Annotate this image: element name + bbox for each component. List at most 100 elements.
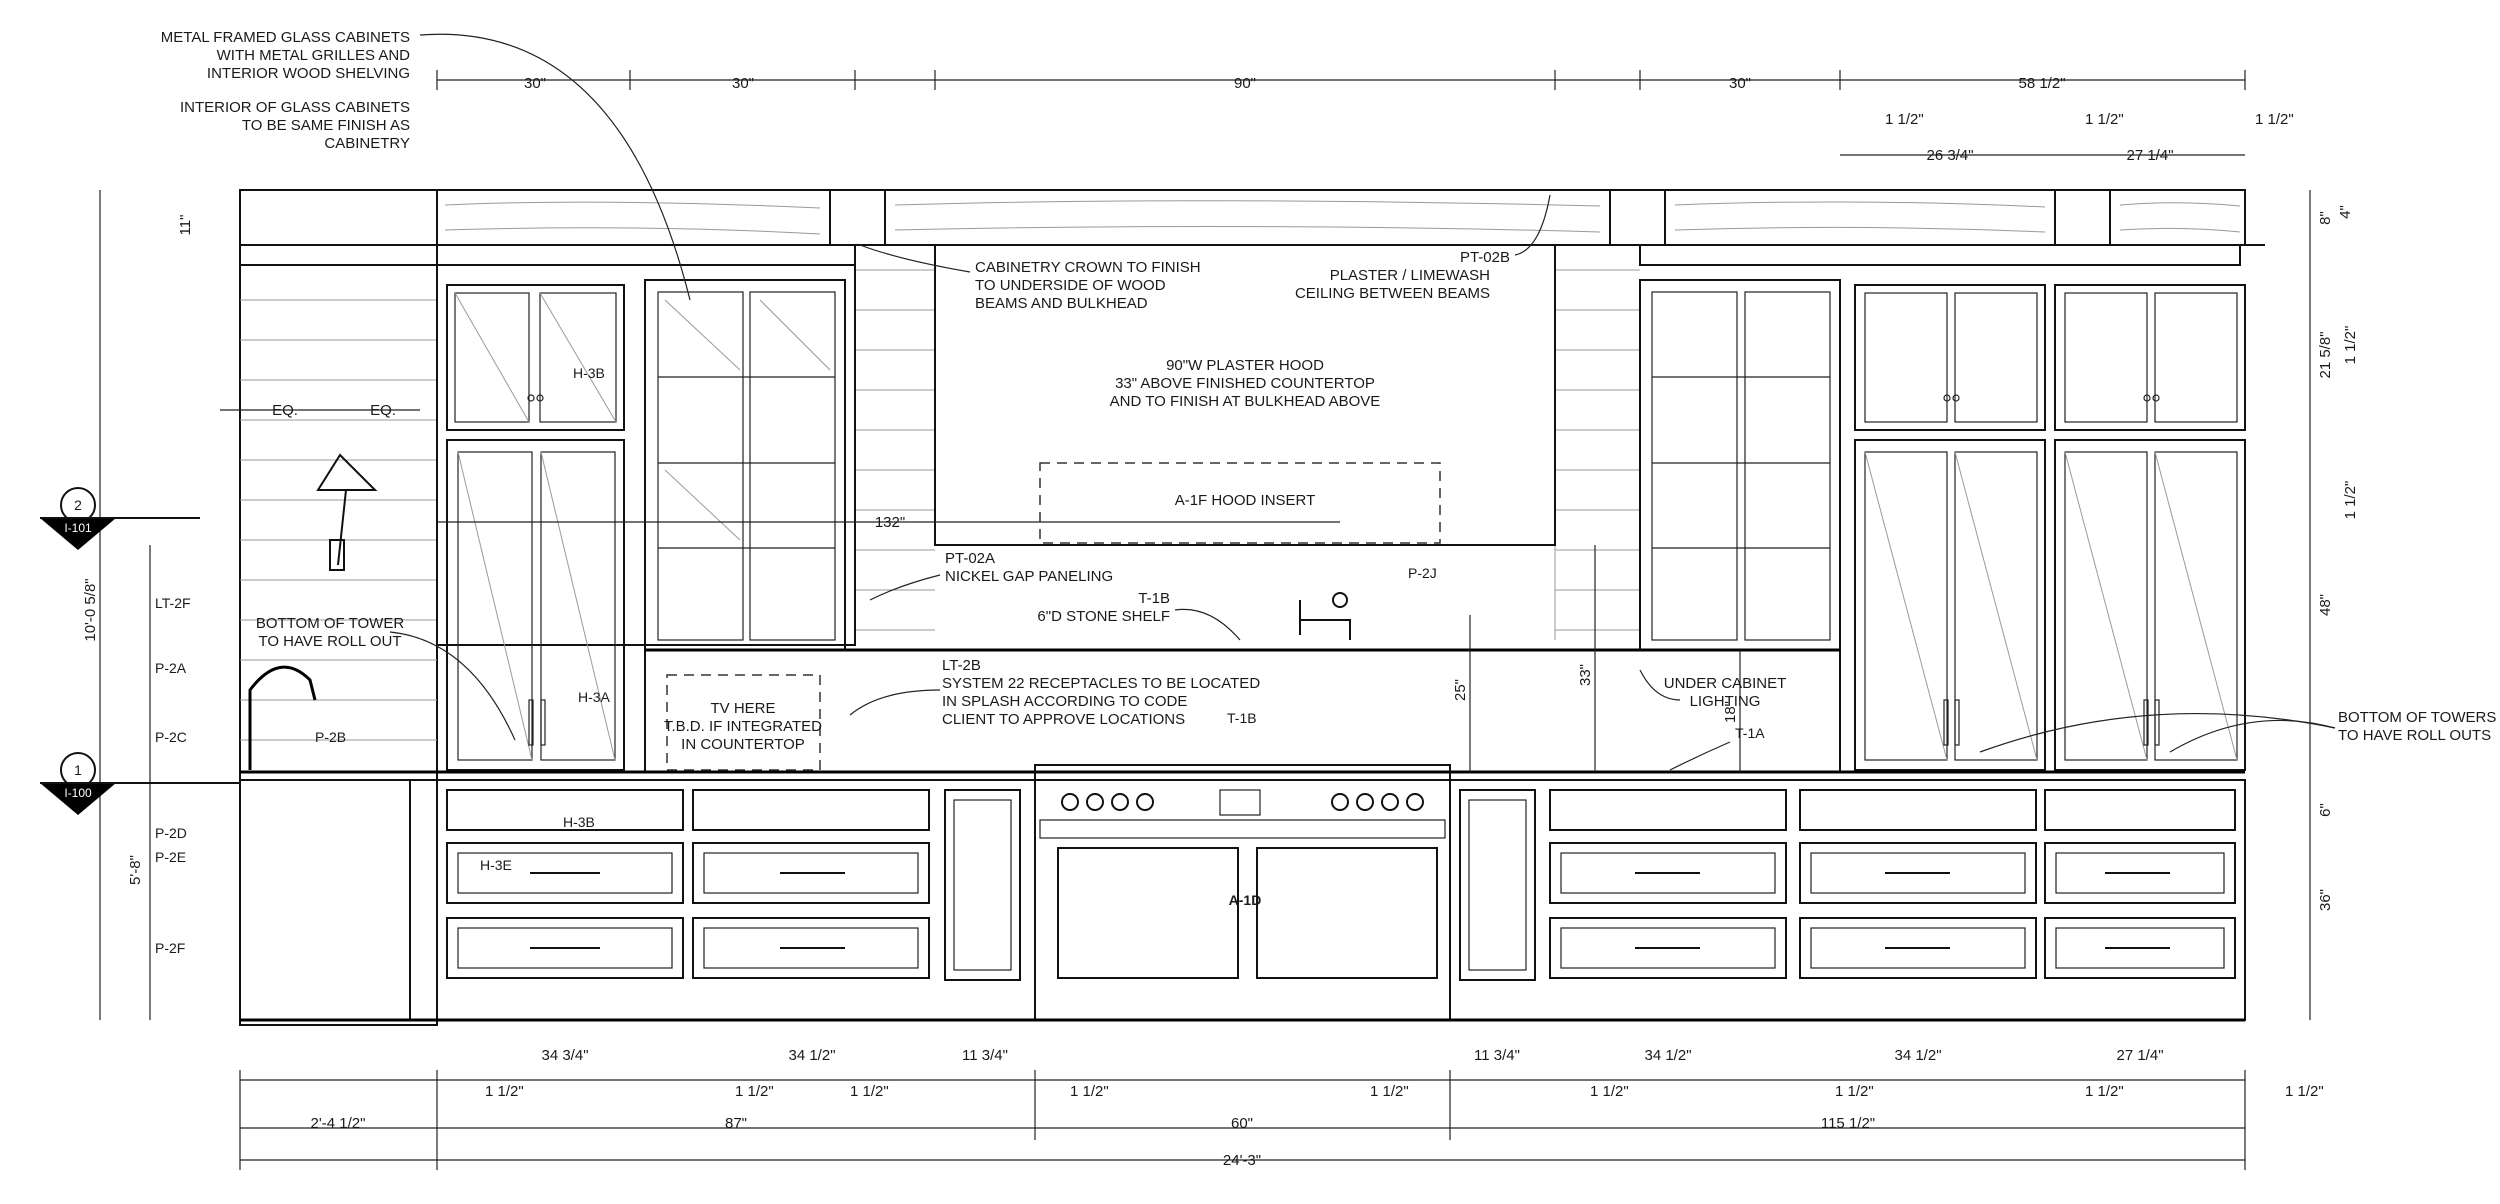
dim-top-sub-5: 27 1/4" [2126, 147, 2173, 164]
dim-right-8: 36" [2317, 889, 2334, 911]
dim-left-3: 5'-8" [127, 855, 144, 885]
note-paneling-1: PT-02A [945, 550, 995, 567]
dim-splash-3: 18" [1722, 701, 1739, 723]
note-under-cabinet-1: UNDER CABINET [1664, 675, 1787, 692]
dim-bottom1-2: 34 1/2" [788, 1047, 835, 1064]
dim-bottom2-7: 1 1/2" [1835, 1083, 1874, 1100]
dim-right-6: 48" [2317, 594, 2334, 616]
dim-bottom2-8: 1 1/2" [2085, 1083, 2124, 1100]
dim-bottom2-3: 1 1/2" [850, 1083, 889, 1100]
dimension-lines [99, 70, 2311, 1170]
base-cabinets [239, 764, 2246, 1022]
dim-right-7: 6" [2317, 803, 2334, 817]
note-receptacles-3: IN SPLASH ACCORDING TO CODE [942, 693, 1187, 710]
note-crown-1: CABINETRY CROWN TO FINISH [975, 259, 1201, 276]
note-glass-cabinets-2: WITH METAL GRILLES AND [217, 47, 411, 64]
note-hood-2: 33" ABOVE FINISHED COUNTERTOP [1115, 375, 1375, 392]
plaster-hood [934, 244, 1556, 546]
tag-p2a: P-2A [155, 660, 187, 676]
note-tv-1: TV HERE [710, 700, 775, 717]
tower-left [446, 439, 625, 771]
upper-cabinets-left [436, 244, 856, 651]
leader-lines [389, 33, 2336, 771]
section-marker-2: 2 I-101 [40, 487, 200, 550]
dim-bottom1-4: 11 3/4" [1474, 1047, 1520, 1064]
dim-bottom2-9: 1 1/2" [2285, 1083, 2324, 1100]
dim-bottom1-3: 11 3/4" [962, 1047, 1008, 1064]
dim-eq-2: EQ. [370, 402, 396, 419]
tag-h3a: H-3A [578, 689, 611, 705]
note-towers-left-2: TO HAVE ROLL OUT [258, 633, 401, 650]
dim-top-sub-2: 1 1/2" [2085, 111, 2124, 128]
dim-right-1: 4" [2337, 205, 2354, 219]
tags: H-3B H-3A H-3B H-3E P-2J T-1B T-1A A-1D … [155, 365, 1765, 956]
note-ceiling-1: PT-02B [1460, 249, 1510, 266]
dim-top-sub-4: 26 3/4" [1926, 147, 1973, 164]
dim-top-5: 58 1/2" [2018, 75, 2065, 92]
upper-cabinets-right [1639, 244, 2246, 771]
dim-bottom3-2: 87" [725, 1115, 747, 1132]
note-hood-1: 90"W PLASTER HOOD [1166, 357, 1324, 374]
section-marker-2-number: 2 [74, 497, 82, 513]
dim-bottom2-4: 1 1/2" [1070, 1083, 1109, 1100]
dim-top-sub-1: 1 1/2" [1885, 111, 1924, 128]
tag-a1d: A-1D [1229, 892, 1262, 908]
tag-p2j: P-2J [1408, 565, 1437, 581]
dim-overall: 24'-3" [1223, 1152, 1261, 1169]
note-receptacles-2: SYSTEM 22 RECEPTACLES TO BE LOCATED [942, 675, 1260, 692]
note-receptacles-4: CLIENT TO APPROVE LOCATIONS [942, 711, 1185, 728]
tag-p2f: P-2F [155, 940, 185, 956]
dim-top-4: 30" [1729, 75, 1751, 92]
dim-bottom3-3: 60" [1231, 1115, 1253, 1132]
note-towers-right-1: BOTTOM OF TOWERS [2338, 709, 2496, 726]
note-tv-3: IN COUNTERTOP [681, 736, 805, 753]
note-hood-3: AND TO FINISH AT BULKHEAD ABOVE [1110, 393, 1381, 410]
dim-bottom1-6: 34 1/2" [1894, 1047, 1941, 1064]
dim-bottom2-6: 1 1/2" [1590, 1083, 1629, 1100]
section-marker-2-sheet: I-101 [64, 521, 92, 535]
section-marker-1-number: 1 [74, 762, 82, 778]
note-shelf-1: T-1B [1138, 590, 1170, 607]
tag-h3e: H-3E [480, 857, 512, 873]
notes: METAL FRAMED GLASS CABINETS WITH METAL G… [161, 29, 2497, 753]
tag-h3b-top: H-3B [573, 365, 605, 381]
note-shelf-2: 6"D STONE SHELF [1037, 608, 1170, 625]
dim-left-2: 10'-0 5/8" [82, 578, 99, 641]
note-crown-3: BEAMS AND BULKHEAD [975, 295, 1148, 312]
tag-p2e: P-2E [155, 849, 186, 865]
note-glass-interior-3: CABINETRY [324, 135, 410, 152]
faucet [248, 592, 1351, 770]
dim-right-2: 8" [2317, 211, 2334, 225]
dim-top-1: 30" [524, 75, 546, 92]
dim-bottom2-2: 1 1/2" [735, 1083, 774, 1100]
dim-left-1: 11" [177, 215, 194, 236]
note-paneling-2: NICKEL GAP PANELING [945, 568, 1113, 585]
note-ceiling-3: CEILING BETWEEN BEAMS [1295, 285, 1490, 302]
dim-bottom1-5: 34 1/2" [1644, 1047, 1691, 1064]
note-ceiling-2: PLASTER / LIMEWASH [1330, 267, 1490, 284]
dim-right-5: 1 1/2" [2342, 481, 2359, 520]
note-glass-interior-1: INTERIOR OF GLASS CABINETS [180, 99, 410, 116]
note-towers-right-2: TO HAVE ROLL OUTS [2338, 727, 2491, 744]
section-marker-1-sheet: I-100 [64, 786, 92, 800]
dim-bottom1-7: 27 1/4" [2116, 1047, 2163, 1064]
dim-top-sub-3: 1 1/2" [2255, 111, 2294, 128]
sconce [316, 453, 378, 571]
dimension-labels: 30" 30" 90" 30" 58 1/2" 1 1/2" 1 1/2" 1 … [82, 75, 2359, 1169]
note-receptacles-1: LT-2B [942, 657, 981, 674]
dim-right-4: 1 1/2" [2342, 326, 2359, 365]
dim-bottom2-5: 1 1/2" [1370, 1083, 1409, 1100]
dim-right-3: 21 5/8" [2317, 331, 2334, 378]
dim-eq-1: EQ. [272, 402, 298, 419]
wall-paneling [239, 264, 1640, 1026]
note-glass-cabinets-3: INTERIOR WOOD SHELVING [207, 65, 410, 82]
note-tv-2: T.B.D. IF INTEGRATED [664, 718, 822, 735]
tag-p2b: P-2B [315, 729, 346, 745]
note-towers-left-1: BOTTOM OF TOWER [256, 615, 405, 632]
tag-p2c: P-2C [155, 729, 187, 745]
dim-splash-2: 33" [1577, 664, 1594, 686]
tag-t1a: T-1A [1735, 725, 1765, 741]
dim-bottom1-1: 34 3/4" [541, 1047, 588, 1064]
tag-lt2f: LT-2F [155, 595, 191, 611]
